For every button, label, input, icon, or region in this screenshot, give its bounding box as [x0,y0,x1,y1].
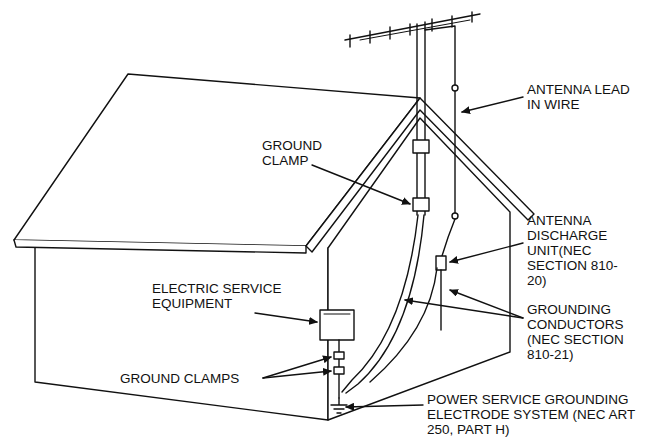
callout-label: GROUNDING CONDUCTORS (NEC SECTION 810-21… [527,302,647,362]
box-lid [324,314,350,315]
grounding-conductor [346,215,424,393]
lead-in-wire [442,219,455,256]
callout-label: ELECTRIC SERVICE EQUIPMENT [152,281,312,311]
ground-clamp [334,352,344,359]
leader-line [263,371,331,378]
standoff [452,213,458,219]
lead-in-wire [440,270,441,330]
lead-in-wire [425,26,455,214]
callout-label: GROUND CLAMPS [120,371,270,386]
callout-label: ANTENNA DISCHARGE UNIT(NEC SECTION 810-2… [527,213,637,288]
antenna-boom [345,14,480,40]
electric-service-box [320,310,354,340]
mast-clamp [413,198,429,211]
leader-line [263,357,331,378]
mast-clamp [413,140,429,153]
leader-line [255,313,317,322]
roof [14,74,420,246]
callout-label: GROUND CLAMP [262,138,328,168]
antenna-elements [350,12,472,47]
standoff [452,85,458,91]
grounding-conductor [370,268,437,382]
leader-line [450,243,523,262]
leader-line [462,97,523,112]
leader-line [312,165,410,204]
callout-label: POWER SERVICE GROUNDING ELECTRODE SYSTEM… [427,392,649,437]
leader-line [405,300,523,318]
ground-symbol [331,398,347,413]
front-wall [35,242,328,420]
ground-clamp [334,367,344,374]
antenna-boom-2 [360,20,470,40]
gable-trim [306,98,534,252]
leader-line [346,405,423,407]
roof-edge [14,240,306,253]
leader-line [450,290,523,318]
antenna-mast [417,22,425,215]
callout-label: ANTENNA LEAD IN WIRE [527,82,639,112]
